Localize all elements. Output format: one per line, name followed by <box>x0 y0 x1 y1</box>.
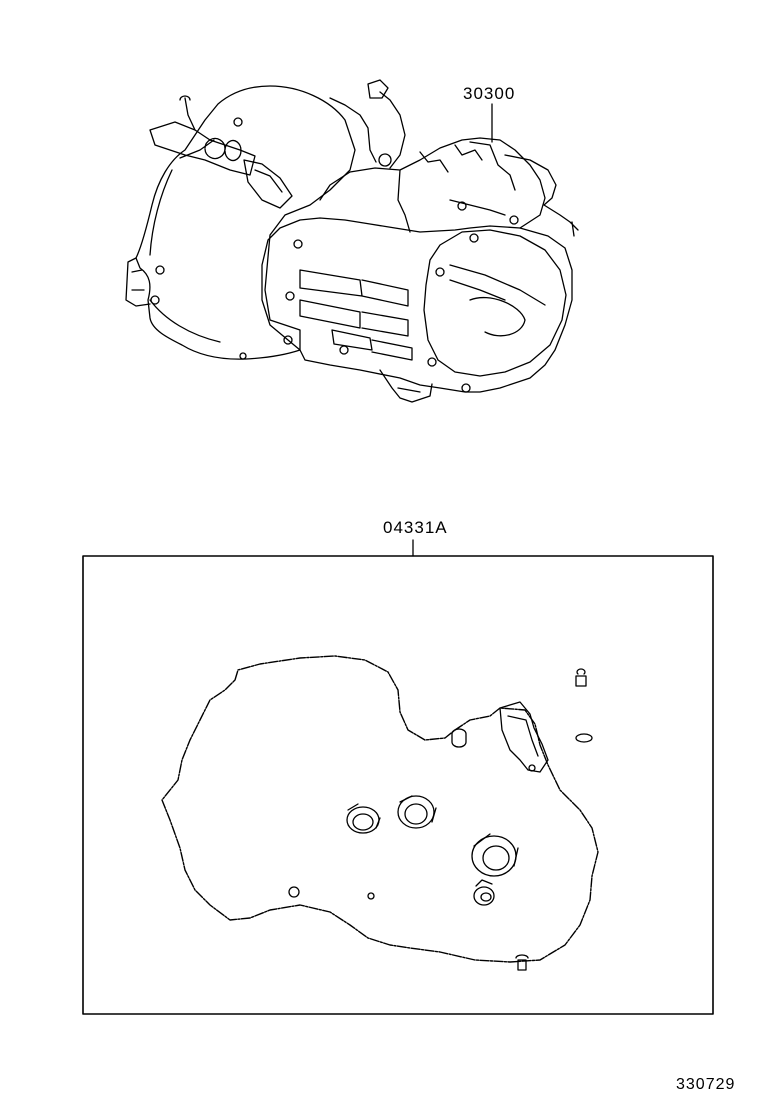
bell-housing <box>135 85 356 360</box>
case-bolt <box>233 117 243 127</box>
washer <box>288 886 300 898</box>
sensor-wire <box>329 91 406 169</box>
mount-hole <box>239 352 247 360</box>
transmission-case <box>261 217 573 393</box>
small-plug <box>575 668 587 687</box>
case-rib <box>331 329 413 361</box>
case-rib <box>299 299 409 337</box>
gasket-kit-callout: 04331A <box>383 518 448 537</box>
case-rib <box>299 269 409 307</box>
bushing <box>473 879 495 906</box>
gasket-kit-box <box>82 555 714 1015</box>
bell-housing-inner <box>149 139 221 343</box>
o-ring <box>575 733 593 743</box>
transmission-assembly-illustration <box>125 79 579 403</box>
case-gasket <box>161 655 599 963</box>
gasket-kit-contents <box>161 655 599 971</box>
gasket-flange <box>499 701 549 773</box>
shift-housing-detail <box>419 141 516 216</box>
end-cover-rib <box>449 264 546 337</box>
small-seal <box>451 728 467 748</box>
sensor-connector <box>367 79 389 99</box>
case-bolt <box>435 267 445 277</box>
mount-hole <box>150 295 160 305</box>
case-bolt <box>469 233 479 243</box>
case-bolt <box>285 291 295 301</box>
figure-id: 330729 <box>676 1076 736 1093</box>
case-bolt <box>461 383 471 393</box>
drain-plug <box>515 954 529 971</box>
oil-seal <box>471 833 519 877</box>
case-bolt <box>427 357 437 367</box>
case-bolt <box>457 201 467 211</box>
breather-fitting <box>243 159 293 209</box>
shift-lever-bracket <box>504 154 579 237</box>
lower-bracket <box>379 369 433 403</box>
drain-bolt <box>378 153 392 167</box>
washer <box>367 892 375 900</box>
shift-housing <box>319 137 546 233</box>
mount-ear-left <box>125 257 151 307</box>
case-bolt <box>283 335 293 345</box>
gasket-bolt-hole <box>528 764 536 772</box>
case-bolt <box>339 345 349 355</box>
end-cover <box>423 229 567 377</box>
case-bolt <box>509 215 519 225</box>
case-bolt <box>293 239 303 249</box>
slave-cylinder-detail <box>179 95 242 162</box>
oil-seal <box>346 803 381 834</box>
transmission-assembly-callout: 30300 <box>463 84 516 103</box>
oil-seal <box>397 795 437 829</box>
mount-hole <box>155 265 165 275</box>
